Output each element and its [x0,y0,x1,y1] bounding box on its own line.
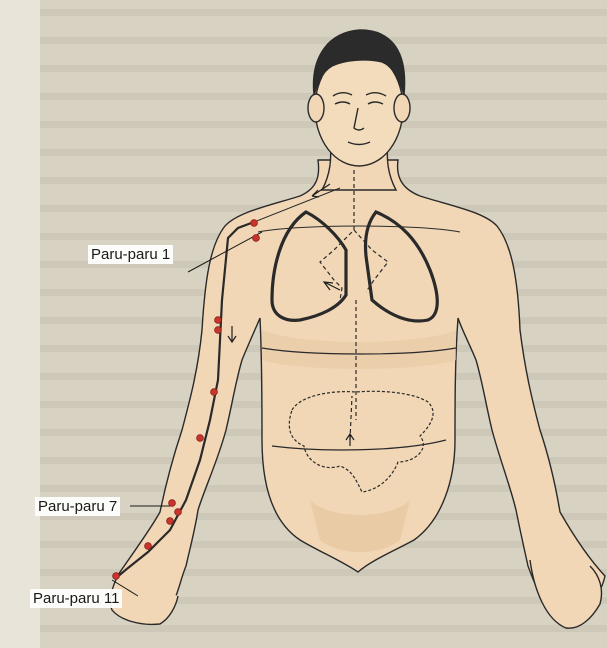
left-margin [0,0,40,648]
dot-icon [215,327,222,334]
dot-icon [215,317,222,324]
dot-icon [197,435,204,442]
label-lung-1: Paru-paru 1 [88,245,173,264]
dot-icon [113,573,120,580]
right-ear [394,94,410,122]
left-ear [308,94,324,122]
dot-icon [167,518,174,525]
dot-icon [169,500,176,507]
dot-icon [211,389,218,396]
dot-icon [145,543,152,550]
label-lung-7: Paru-paru 7 [35,497,120,516]
dot-icon [175,509,182,516]
dot-icon [253,235,260,242]
dot-icon [251,220,258,227]
label-lung-11: Paru-paru 11 [30,589,122,608]
